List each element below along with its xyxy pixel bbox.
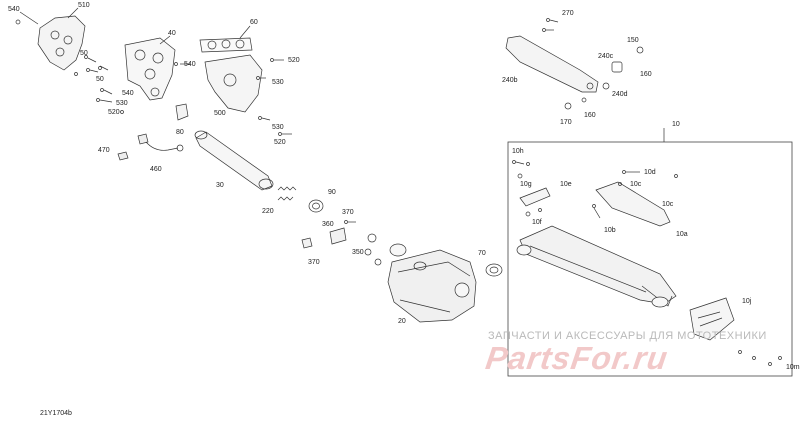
callout-540: 540: [122, 90, 134, 97]
callout-240d: 240d: [612, 91, 628, 98]
callout-40: 40: [168, 30, 176, 37]
rear-support-bracket-part: [505, 35, 599, 93]
callout-170: 170: [560, 119, 572, 126]
callout-520: 520: [108, 109, 120, 116]
callout-20: 20: [398, 318, 406, 325]
fastener-set: [74, 55, 292, 136]
callout-10a: 10a: [676, 231, 688, 238]
exhaust-manifold-part: [124, 37, 176, 101]
heat-shield-part: [204, 54, 263, 113]
callout-530: 530: [272, 124, 284, 131]
callout-30: 30: [216, 182, 224, 189]
callout-10e: 10e: [560, 181, 572, 188]
callout-220: 220: [262, 208, 274, 215]
silencer-assembly-part: [516, 181, 735, 341]
callout-10g: 10g: [520, 181, 532, 188]
oxygen-sensor-boss-part: [175, 103, 189, 121]
callout-10b: 10b: [604, 227, 616, 234]
oxygen-sensor-part: [117, 133, 184, 161]
callout-10d: 10d: [644, 169, 656, 176]
callout-240b: 240b: [502, 77, 518, 84]
callout-70: 70: [478, 250, 486, 257]
exhaust-springs-part: [277, 186, 297, 201]
callout-530: 530: [272, 79, 284, 86]
muffler-part: [387, 243, 477, 323]
callout-10h: 10h: [512, 148, 524, 155]
callout-50: 50: [96, 76, 104, 83]
callout-160: 160: [584, 112, 596, 119]
callout-10: 10: [672, 121, 680, 128]
manifold-heat-shield-part: [37, 15, 86, 71]
callout-50: 50: [80, 50, 88, 57]
callout-350: 350: [352, 249, 364, 256]
callout-270: 270: [562, 10, 574, 17]
callout-540: 540: [184, 61, 196, 68]
callout-500: 500: [214, 110, 226, 117]
silencer-assembly-frame: [507, 141, 793, 377]
callout-510: 510: [78, 2, 90, 9]
exhaust-pipe-part: [194, 130, 274, 191]
muffler-bracket-part: [301, 220, 382, 266]
callout-470: 470: [98, 147, 110, 154]
diagram-code: 21Y1704b: [40, 410, 72, 417]
callout-90: 90: [328, 189, 336, 196]
callout-370: 370: [342, 209, 354, 216]
callout-360: 360: [322, 221, 334, 228]
callout-540: 540: [8, 6, 20, 13]
callout-370: 370: [308, 259, 320, 266]
callout-10m: 10m: [786, 364, 800, 371]
watermark-tagline: ЗАПЧАСТИ И АКСЕССУАРЫ ДЛЯ МОТОТЕХНИКИ: [488, 330, 767, 342]
callout-80: 80: [176, 129, 184, 136]
bracket-fasteners: [542, 18, 644, 110]
callout-240c: 240c: [598, 53, 614, 60]
callout-60: 60: [250, 19, 258, 26]
callout-160: 160: [640, 71, 652, 78]
callout-460: 460: [150, 166, 162, 173]
callout-150: 150: [627, 37, 639, 44]
callout-520: 520: [274, 139, 286, 146]
callout-10j: 10j: [742, 298, 752, 305]
seal-ring-part: [308, 199, 324, 213]
silencer-fasteners: [512, 160, 782, 366]
callout-10c: 10c: [662, 201, 674, 208]
callout-530: 530: [116, 100, 128, 107]
exhaust-clamp-part: [485, 263, 503, 277]
manifold-gasket-part: [199, 37, 253, 53]
callout-10f: 10f: [532, 219, 542, 226]
callout-520: 520: [288, 57, 300, 64]
watermark-logo: PartsFor.ru: [483, 340, 671, 376]
callout-10c: 10c: [630, 181, 642, 188]
